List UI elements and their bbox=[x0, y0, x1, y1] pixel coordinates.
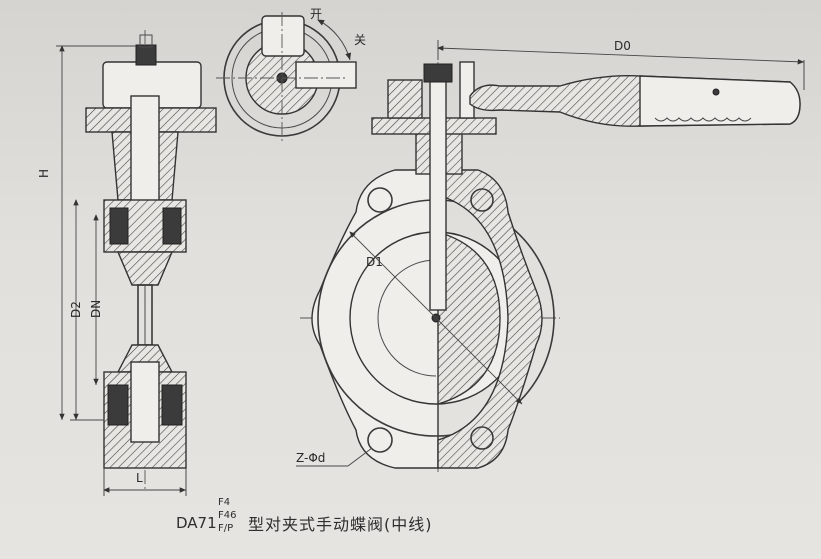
bolt-hole-bottom-left bbox=[367, 427, 393, 453]
drawing-title: 型对夹式手动蝶阀(中线) bbox=[248, 515, 433, 534]
bolt-hole-top-left bbox=[367, 187, 393, 213]
grip-ridges bbox=[654, 117, 752, 122]
stem-nut bbox=[135, 44, 157, 66]
locking-pin bbox=[459, 61, 475, 119]
label-close: 关 bbox=[354, 33, 366, 47]
open-close-arc bbox=[317, 19, 352, 61]
label-h: H bbox=[37, 169, 51, 178]
dim-line-d0 bbox=[437, 45, 805, 65]
label-bolt-holes: Z-Φd bbox=[296, 451, 325, 465]
front-stem bbox=[429, 69, 447, 311]
model-number-prefix: DA71 bbox=[176, 514, 217, 532]
top-view-lever-boss bbox=[261, 15, 305, 57]
lower-stem bbox=[130, 361, 160, 443]
front-stem-nut bbox=[423, 63, 453, 83]
side-view: H D2 DN L bbox=[37, 30, 217, 496]
model-variant-fp: F/P bbox=[218, 523, 234, 534]
model-variant-f4: F4 bbox=[218, 497, 231, 508]
front-view: D0 D1 Z-Φd bbox=[296, 39, 805, 475]
stem-cap bbox=[139, 34, 153, 48]
top-view-lever bbox=[295, 61, 357, 89]
dim-line-d1 bbox=[349, 231, 523, 405]
upper-seal-left bbox=[109, 207, 129, 245]
model-variant-f46: F46 bbox=[218, 510, 237, 521]
lever-grip bbox=[639, 75, 801, 127]
label-d1: D1 bbox=[366, 255, 383, 269]
upper-seal-right bbox=[162, 207, 182, 245]
bolt-hole-bottom-right bbox=[470, 426, 494, 450]
label-dn: DN bbox=[89, 300, 103, 318]
label-open: 开 bbox=[310, 7, 322, 21]
label-d2: D2 bbox=[69, 301, 83, 318]
bolt-hole-top-right bbox=[470, 188, 494, 212]
top-view: 开 关 bbox=[216, 7, 366, 144]
ratchet-block bbox=[387, 79, 423, 119]
grip-rivet bbox=[712, 88, 720, 96]
lower-seal-left bbox=[107, 384, 129, 426]
label-d0: D0 bbox=[614, 39, 631, 53]
lower-seal-right bbox=[161, 384, 183, 426]
disc-upper-hub bbox=[116, 251, 174, 286]
label-l: L bbox=[136, 471, 143, 485]
